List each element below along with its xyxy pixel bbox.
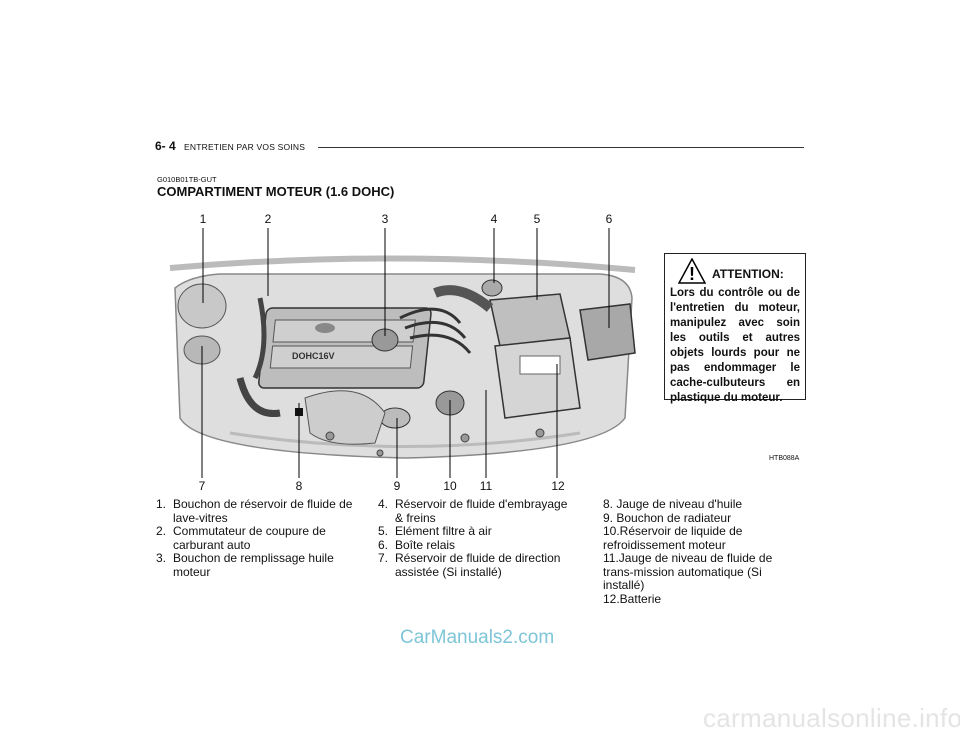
callout-6: 6 <box>605 212 613 226</box>
legend-item: 7. Réservoir de fluide de direction assis… <box>378 551 578 579</box>
legend-item-text: Commutateur de coupure de carburant auto <box>173 524 326 552</box>
legend-item-number: 6. <box>378 537 389 552</box>
legend-item: 9. Bouchon de radiateur <box>603 510 732 525</box>
figure-code: HTB088A <box>769 455 800 462</box>
callout-1: 1 <box>199 212 207 226</box>
legend-item-number: 7. <box>378 551 389 565</box>
legend-item-text: Réservoir de fluide de direction assisté… <box>395 551 561 579</box>
legend-column-3: 8. Jauge de niveau d'huile 9. Bouchon de… <box>603 497 803 606</box>
legend-item: 8. Jauge de niveau d'huile <box>603 497 743 511</box>
page-title: COMPARTIMENT MOTEUR (1.6 DOHC) <box>157 184 395 199</box>
attention-body: Lors du contrôle ou de l'entretien du mo… <box>670 287 800 404</box>
callout-10: 10 <box>443 479 457 493</box>
engine-compartment-illustration: DOHC16V <box>169 228 636 478</box>
callout-7: 7 <box>198 479 206 493</box>
attention-box: ! ATTENTION: Lors du contrôle ou de l'en… <box>664 253 806 404</box>
legend-item-number: 3. <box>156 551 167 565</box>
legend-item-text: Bouchon de réservoir de fluide de lave-v… <box>173 497 353 525</box>
svg-text:!: ! <box>689 264 695 284</box>
callout-12: 12 <box>551 479 565 493</box>
legend-item: 5. Elément filtre à air <box>378 524 578 539</box>
attention-header: ! ATTENTION: <box>670 257 800 284</box>
callout-3: 3 <box>381 212 389 226</box>
legend-item-number: 1. <box>156 497 167 511</box>
page-number: 6- 4 <box>155 139 176 153</box>
header-rule <box>318 147 804 148</box>
legend-item: 3. Bouchon de remplissage huile moteur <box>156 551 356 579</box>
legend-item-number: 2. <box>156 524 167 538</box>
legend-item-text: Bouchon de remplissage huile moteur <box>173 551 334 579</box>
legend-column-1: 1. Bouchon de réservoir de fluide de lave… <box>156 497 356 579</box>
legend-item: 4. Réservoir de fluide d'embrayage & frei… <box>378 497 578 525</box>
warning-exclamation-icon: ! <box>677 257 707 284</box>
callout-4: 4 <box>490 212 498 226</box>
legend-column-2: 4. Réservoir de fluide d'embrayage & frei… <box>378 497 578 579</box>
callout-5: 5 <box>533 212 541 226</box>
legend-item-text: Boîte relais <box>395 537 456 552</box>
legend-item: 10.Réservoir de liquide de refroidisseme… <box>603 524 743 552</box>
legend-item-number: 5. <box>378 524 389 538</box>
engine-cover-label: DOHC16V <box>292 351 335 361</box>
legend-item: 11.Jauge de niveau de fluide de trans-mi… <box>603 551 773 592</box>
callout-8: 8 <box>295 479 303 493</box>
legend-item: 1. Bouchon de réservoir de fluide de lave… <box>156 497 356 525</box>
section-title: ENTRETIEN PAR VOS SOINS <box>184 142 306 152</box>
legend-item-number: 4. <box>378 497 389 511</box>
attention-title: ATTENTION: <box>712 267 784 281</box>
legend-item: 12.Batterie <box>603 591 662 606</box>
callout-9: 9 <box>393 479 401 493</box>
oil-dipstick-marker <box>295 408 303 416</box>
legend-item: 2. Commutateur de coupure de carburant au… <box>156 524 356 552</box>
legend-item: 6. Boîte relais <box>378 537 578 553</box>
site-watermark-link[interactable]: CarManuals2.com <box>400 627 555 648</box>
legend-item-text: Elément filtre à air <box>395 524 492 538</box>
legend-item-text: Réservoir de fluide d'embrayage & freins <box>395 497 568 525</box>
callout-11: 11 <box>479 479 493 493</box>
document-code: G010B01TB-GUT <box>157 175 217 184</box>
callout-2: 2 <box>264 212 272 226</box>
footer-watermark: carmanualsonline.info <box>703 703 960 733</box>
